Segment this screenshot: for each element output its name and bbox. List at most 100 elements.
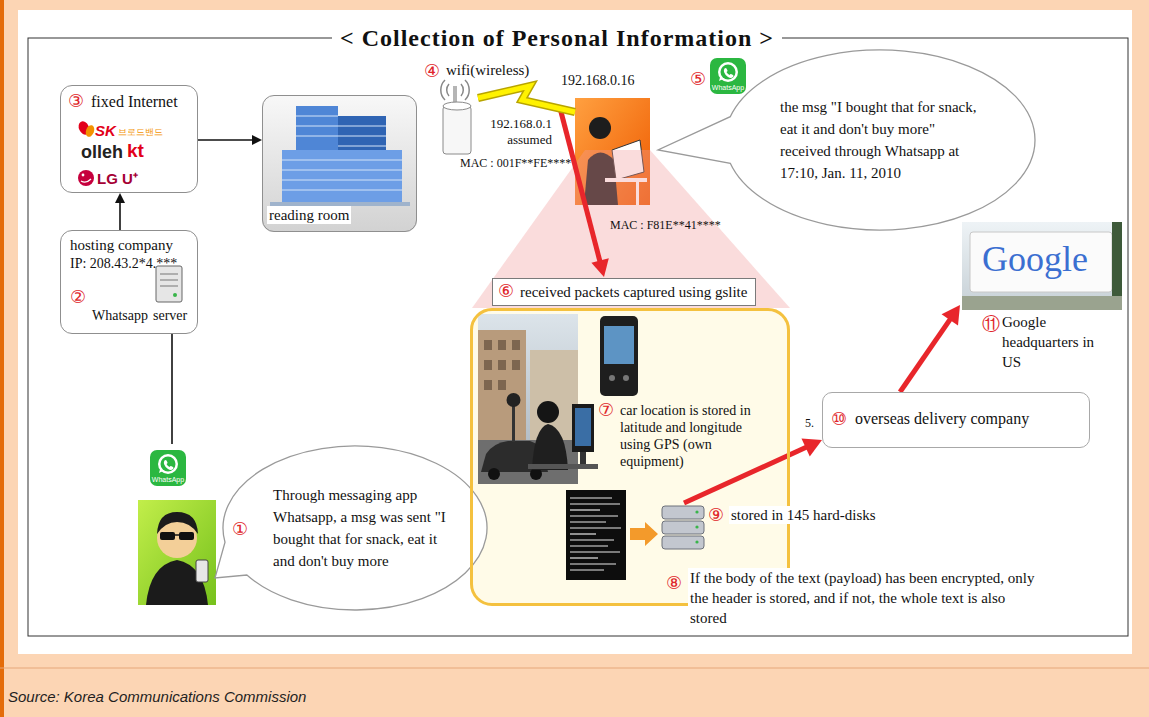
callout-number: ④ — [424, 62, 440, 80]
isp-logo: LG U⁺ — [97, 170, 138, 188]
isp-logo: 브로드밴드 — [118, 127, 163, 138]
app-icon-label: WhatsApp — [150, 476, 186, 483]
callout-number: ⑨ — [708, 506, 724, 524]
street-view-photo — [478, 314, 578, 484]
callout-number: ⑤ — [690, 70, 706, 88]
packet-log-screen — [570, 533, 596, 534]
connector-line — [119, 201, 121, 230]
whatsapp-icon — [718, 62, 738, 82]
street-view-photo — [488, 468, 500, 480]
page-ground — [28, 38, 1128, 636]
hard-disk-icon — [695, 510, 698, 513]
packet-log-screen — [570, 521, 606, 522]
server-icon — [156, 266, 182, 302]
server-box: hosting companyIP: 208.43.2*4.***②Whatsa… — [60, 230, 198, 334]
speech-bubble: ①Through messaging app Whatsapp, a msg w… — [135, 444, 490, 612]
box-title: hosting company — [70, 236, 173, 254]
google-sign-photo — [962, 222, 1122, 310]
packet-log-screen — [570, 569, 604, 570]
server-label: Whatsapp — [92, 308, 148, 325]
server-icon — [156, 266, 182, 302]
wifi-router-icon — [443, 102, 471, 110]
reading-room-building — [282, 116, 402, 190]
page-ground — [0, 0, 4, 717]
arrowhead — [252, 135, 262, 145]
connector-line — [198, 139, 254, 141]
callout-number: ① — [232, 520, 248, 538]
isp-logo: olleh — [81, 142, 123, 164]
server-label: server — [153, 308, 187, 325]
hard-disk-icon — [695, 525, 698, 528]
callout-number: ⑦ — [598, 401, 614, 419]
google-sign-photo — [962, 222, 1122, 310]
ip-address: 192.168.0.16 — [561, 73, 635, 90]
bubble-outline — [215, 446, 487, 610]
disk-stack: ⑨stored in 145 hard-disks — [660, 503, 706, 553]
note-text: car location is stored in latitude and l… — [620, 402, 772, 470]
messenger-user-figure — [138, 500, 216, 605]
connector — [115, 193, 125, 230]
box-label: Google headquarters in US — [1002, 312, 1102, 372]
gps-device — [600, 316, 638, 396]
hard-disk-icon — [662, 506, 704, 519]
street-view-photo — [484, 380, 492, 390]
bubble-outline — [135, 444, 490, 612]
reading-room-box: reading room — [262, 95, 417, 232]
street-view-photo — [530, 350, 578, 440]
street-view-photo — [512, 360, 520, 370]
packet-log-screen — [570, 545, 608, 546]
capture-group-fill — [470, 308, 790, 606]
page-ground — [0, 668, 1149, 669]
hard-disk-icon — [662, 521, 704, 534]
packet-log-screen — [570, 515, 618, 516]
street-view-photo — [537, 401, 559, 423]
fragment-text: 5. — [805, 416, 814, 430]
reading-room-building — [338, 136, 386, 137]
reading-room-building — [262, 95, 417, 232]
whatsapp-icon — [721, 65, 736, 80]
messenger-user-figure — [160, 532, 175, 540]
whatsapp-icon — [150, 450, 186, 486]
street-view-photo — [498, 340, 506, 350]
laptop-user-figure — [589, 117, 611, 139]
reading-room-building — [338, 126, 386, 127]
messenger-user-figure — [179, 532, 194, 540]
box-label: received packets captured using gslite — [520, 283, 747, 301]
capture-beam — [560, 108, 600, 262]
street-view-photo — [498, 360, 506, 370]
google-sign-photo — [970, 232, 1112, 292]
street-view-photo — [478, 330, 526, 440]
whatsapp-icon — [710, 58, 746, 94]
whatsapp-icon — [150, 450, 186, 486]
capture-group-fill — [470, 308, 790, 606]
box-label: overseas delivery company — [855, 409, 1029, 428]
street-view-photo — [532, 424, 568, 470]
gps-device — [609, 375, 615, 381]
process-box: ⑥ received packets captured using gslite — [492, 278, 756, 306]
packet-log-screen — [570, 563, 616, 564]
connector-line — [171, 334, 173, 444]
messenger-user-figure — [157, 512, 198, 534]
reading-room-building — [296, 136, 338, 137]
wifi-router-icon — [447, 84, 449, 96]
reading-room-building — [282, 180, 402, 181]
google-hq: Google⑪Google headquarters in US — [960, 220, 1125, 380]
packet-log-screen — [566, 490, 658, 580]
capture-beam — [591, 258, 608, 277]
reading-room-building — [282, 150, 402, 204]
note-text: If the body of the text (payload) has be… — [688, 568, 1037, 628]
gps-device — [623, 375, 629, 381]
reading-room-building — [338, 146, 386, 147]
packet-log-screen — [570, 527, 621, 528]
callout-number: ⑩ — [831, 410, 847, 428]
messenger-user-figure — [175, 534, 179, 536]
callout-number: ⑥ — [498, 282, 514, 300]
gps-device — [604, 326, 634, 364]
packet-log-screen — [570, 509, 600, 510]
wifi-router-icon — [443, 106, 471, 154]
callout-number: ⑧ — [666, 574, 682, 592]
wireless-link — [478, 86, 575, 112]
isp-box: ③fixed InternetSK브로드밴드ollehktLG U⁺ — [60, 85, 198, 193]
wireless-link — [478, 86, 575, 112]
street-view-photo — [575, 408, 591, 446]
